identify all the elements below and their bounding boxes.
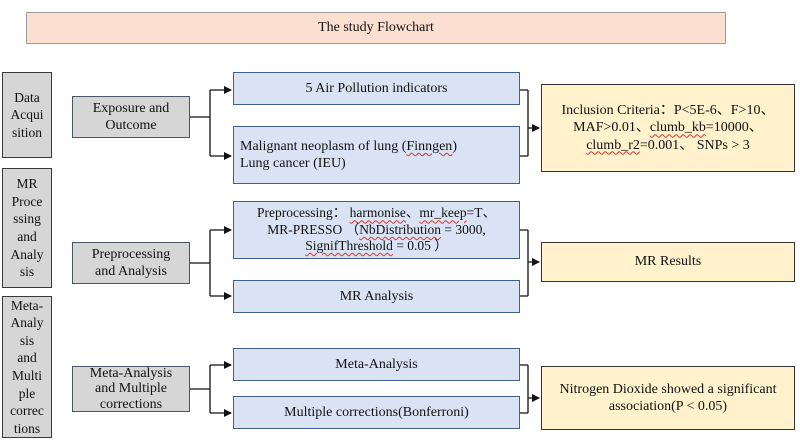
phase-text: Analy bbox=[10, 246, 44, 262]
outcome-line-1: Malignant neoplasm of lung (Finngen) bbox=[240, 138, 457, 154]
phase-text: correc bbox=[10, 403, 44, 419]
multiple-corrections-text: Multiple corrections(Bonferroni) bbox=[284, 404, 469, 420]
phase-text: ple bbox=[18, 385, 36, 401]
flowchart-title: The study Flowchart bbox=[26, 12, 726, 44]
phase-text: sis bbox=[19, 332, 35, 348]
step-text: Exposure and bbox=[92, 100, 170, 116]
phase-text: and bbox=[17, 350, 37, 366]
connector-meta-split bbox=[190, 365, 211, 413]
inclusion-line-3: clumb_r2=0.001、 SNPs > 3 bbox=[586, 137, 750, 153]
inclusion-line-2: MAF>0.01、clumb_kb=10000、 bbox=[573, 120, 763, 136]
preprocessing-line-3: SignifThreshold = 0.05 ） bbox=[305, 238, 448, 254]
mr-results-text: MR Results bbox=[634, 254, 702, 270]
phase-text: Proce bbox=[11, 193, 43, 209]
connector-to-inclusion bbox=[520, 89, 539, 157]
preprocessing-line-2: MR-PRESSO （NbDistribution = 3000, bbox=[267, 221, 486, 237]
mr-analysis-text: MR Analysis bbox=[339, 288, 414, 304]
phase-text: Multi bbox=[11, 368, 42, 383]
phase-text: tions bbox=[13, 420, 41, 436]
step-text: corrections bbox=[99, 396, 163, 412]
inclusion-line-1: Inclusion Criteria：P<5E-6、F>10、 bbox=[561, 103, 775, 119]
step-text: and Analysis bbox=[95, 264, 167, 279]
connector-to-no2-result bbox=[520, 364, 539, 414]
box-inclusion-criteria: Inclusion Criteria：P<5E-6、F>10、 MAF>0.01… bbox=[541, 84, 795, 172]
box-outcome-datasets: Malignant neoplasm of lung (Finngen) Lun… bbox=[233, 126, 520, 184]
phase-text: sis bbox=[19, 264, 35, 280]
box-air-pollution-indicators: 5 Air Pollution indicators bbox=[233, 72, 520, 105]
phase-text: sition bbox=[11, 124, 42, 140]
air-pollution-text: 5 Air Pollution indicators bbox=[305, 80, 448, 96]
step-meta-multiple-corrections: Meta-Analysis and Multiple corrections bbox=[72, 366, 190, 412]
step-text: and Multiple bbox=[95, 381, 167, 397]
phase-meta-analysis: Meta- Analy sis and Multi ple correc tio… bbox=[2, 296, 52, 438]
connector-preprocessing-split bbox=[190, 230, 211, 296]
phase-text: ssing bbox=[13, 211, 41, 227]
outcome-line-2: Lung cancer (IEU) bbox=[240, 156, 346, 171]
meta-analysis-text: Meta-Analysis bbox=[335, 356, 418, 372]
phase-text: Acqui bbox=[10, 107, 44, 123]
phase-text: MR bbox=[16, 176, 38, 192]
step-text: Meta-Analysis bbox=[89, 365, 173, 381]
connector-exposure-split bbox=[190, 90, 211, 156]
preprocessing-line-1: Preprocessing： harmonise、mr_keep=T、 bbox=[257, 205, 496, 221]
connector-to-mr-results bbox=[520, 229, 539, 297]
phase-text: Analy bbox=[10, 315, 44, 331]
step-exposure-outcome: Exposure and Outcome bbox=[72, 96, 190, 138]
step-text: Preprocessing bbox=[91, 246, 171, 262]
box-meta-analysis: Meta-Analysis bbox=[233, 348, 520, 381]
box-preprocessing-details: Preprocessing： harmonise、mr_keep=T、 MR-P… bbox=[233, 201, 520, 259]
phase-text: Data bbox=[14, 89, 40, 105]
step-text: Outcome bbox=[105, 118, 157, 133]
phase-mr-processing: MR Proce ssing and Analy sis bbox=[2, 168, 52, 288]
flowchart-title-text: The study Flowchart bbox=[318, 20, 434, 36]
box-mr-results: MR Results bbox=[541, 242, 795, 282]
box-multiple-corrections: Multiple corrections(Bonferroni) bbox=[233, 396, 520, 429]
phase-text: Meta- bbox=[10, 297, 44, 313]
phase-text: and bbox=[17, 229, 37, 244]
no2-line-1: Nitrogen Dioxide showed a significant bbox=[559, 381, 777, 397]
box-mr-analysis: MR Analysis bbox=[233, 280, 520, 313]
phase-data-acquisition: Data Acqui sition bbox=[2, 72, 52, 158]
box-no2-result: Nitrogen Dioxide showed a significant as… bbox=[541, 366, 795, 430]
step-preprocessing-analysis: Preprocessing and Analysis bbox=[72, 242, 190, 284]
no2-line-2: association(P < 0.05) bbox=[608, 399, 728, 414]
